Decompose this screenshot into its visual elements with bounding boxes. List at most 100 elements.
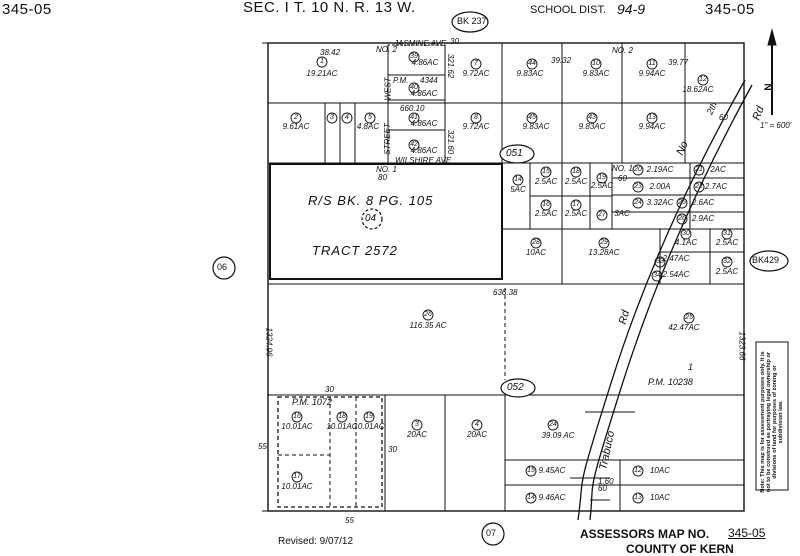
- dim-30-lower: 30: [388, 445, 397, 454]
- dim-39-77: 39.77: [668, 58, 689, 67]
- parcel-acreage: 3.32AC: [646, 198, 674, 207]
- parcel-number[interactable]: 34: [653, 272, 661, 279]
- parcel-acreage: 4.8AC: [356, 122, 380, 131]
- parcel-number[interactable]: 45: [528, 114, 536, 121]
- parcel-acreage: 20AC: [466, 430, 487, 439]
- parcel-number[interactable]: 20: [634, 166, 642, 173]
- section-township-range: SEC. I T. 10 N. R. 13 W.: [243, 0, 416, 16]
- parcel-number[interactable]: 21: [695, 166, 703, 173]
- pm-10238: P.M. 10238: [648, 377, 693, 387]
- parcel-number[interactable]: 16: [293, 413, 301, 420]
- tract-name: TRACT 2572: [312, 243, 398, 258]
- parcel-acreage: 10AC: [649, 466, 670, 475]
- parcel-number[interactable]: 26: [678, 215, 686, 222]
- dim-30-pm: 30: [325, 385, 334, 394]
- parcel-number[interactable]: 14: [527, 494, 535, 501]
- parcel-number[interactable]: 13: [648, 114, 656, 121]
- dim-60-road: 60: [719, 113, 728, 122]
- parcel-number[interactable]: 28: [532, 239, 540, 246]
- revised-date: Revised: 9/07/12: [278, 536, 354, 547]
- parcel-acreage: 10.01AC: [281, 422, 313, 431]
- parcel-number[interactable]: 19: [365, 413, 373, 420]
- parcel-number[interactable]: 18: [572, 168, 580, 175]
- parcel-number[interactable]: 43: [588, 114, 596, 121]
- parcel-number[interactable]: 18: [338, 413, 346, 420]
- parcel-number[interactable]: 8: [474, 114, 478, 121]
- parcel-number[interactable]: 17: [293, 473, 301, 480]
- dim-38-42: 38.42: [320, 48, 341, 57]
- parcel-number[interactable]: 11: [648, 60, 656, 67]
- book-ref-429[interactable]: BK429: [752, 255, 780, 265]
- dim-no1: NO. 1: [376, 165, 397, 174]
- parcel-number[interactable]: 42: [410, 141, 418, 148]
- parcel-number[interactable]: 30: [682, 230, 690, 237]
- map-ref-051[interactable]: 051: [506, 148, 523, 159]
- dim-55-bottom: 55: [345, 516, 354, 525]
- tract-parcel-04: 04: [365, 213, 377, 224]
- parcel-number[interactable]: 3: [330, 114, 334, 121]
- parcel-number[interactable]: 25: [685, 314, 693, 321]
- parcel-number[interactable]: 15: [527, 467, 535, 474]
- parcel-number[interactable]: 33: [656, 258, 664, 265]
- parcel-number[interactable]: 41: [410, 114, 418, 121]
- parcel-acreage: 19.21AC: [306, 69, 338, 78]
- parcel-acreage: 9.83AC: [578, 122, 606, 131]
- parcel-number[interactable]: 19: [598, 174, 606, 181]
- parcel-number[interactable]: 22: [695, 183, 703, 190]
- parcel-number[interactable]: 25: [678, 199, 686, 206]
- parcel-number[interactable]: 2: [294, 114, 298, 121]
- map-code-right: 345-05: [705, 1, 755, 18]
- parcel-number[interactable]: 44: [528, 60, 536, 67]
- parcel-acreage: 2.5AC: [715, 267, 739, 276]
- parcel-number[interactable]: 24: [634, 199, 642, 206]
- road-wilshire-ave: WILSHIRE AVE: [395, 156, 452, 165]
- parcel-number[interactable]: 32: [723, 258, 731, 265]
- school-district-label: SCHOOL DIST.: [530, 4, 606, 16]
- parcel-number[interactable]: 16: [542, 201, 550, 208]
- parcel-number[interactable]: 39: [410, 53, 418, 60]
- parcel-number[interactable]: 24: [549, 421, 557, 428]
- book-ref-237[interactable]: BK 237: [457, 16, 487, 26]
- parcel-acreage: 4.86AC: [410, 89, 438, 98]
- map-ref-07[interactable]: 07: [486, 528, 497, 538]
- road-jasmine-ave: JASMINE AVE: [394, 39, 447, 48]
- parcel-number[interactable]: 23: [634, 183, 642, 190]
- assessors-map-label: ASSESSORS MAP NO.: [580, 527, 710, 541]
- parcel-number[interactable]: 15: [542, 168, 550, 175]
- parcel-acreage: 9.46AC: [538, 493, 566, 502]
- parcel-number[interactable]: 3: [415, 421, 419, 428]
- parcel-number[interactable]: 1: [320, 58, 324, 65]
- pm-1072: P.M. 1072: [292, 397, 332, 407]
- parcel-acreage: 2.5AC: [534, 209, 558, 218]
- parcel-number[interactable]: 7: [474, 60, 478, 67]
- parcel-acreage: 9.83AC: [516, 69, 544, 78]
- school-district-value: 94-9: [617, 1, 646, 17]
- dim-60-low: 60: [598, 484, 607, 493]
- parcel-number[interactable]: 5: [368, 114, 372, 121]
- parcel-number[interactable]: 17: [572, 201, 580, 208]
- parcel-acreage: 9.72AC: [462, 69, 490, 78]
- parcel-number[interactable]: 12: [634, 467, 642, 474]
- parcel-number[interactable]: 12: [699, 76, 707, 83]
- dim-660-10: 660.10: [400, 104, 425, 113]
- parcel-number[interactable]: 4: [475, 421, 479, 428]
- parcel-number[interactable]: 14: [514, 176, 522, 183]
- parcel-number[interactable]: 31: [723, 230, 731, 237]
- map-ref-052[interactable]: 052: [507, 382, 524, 393]
- map-ref-06[interactable]: 06: [217, 262, 228, 272]
- parcel-number[interactable]: 40: [410, 84, 418, 91]
- parcel-acreage: 9.61AC: [282, 122, 310, 131]
- parcel-number[interactable]: 29: [600, 239, 608, 246]
- dim-636-38: 636.38: [493, 288, 518, 297]
- parcel-number[interactable]: 4: [345, 114, 349, 121]
- parcel-number[interactable]: 27: [598, 211, 606, 218]
- parcel-number[interactable]: 10: [592, 60, 600, 67]
- parcel-number[interactable]: 26: [424, 311, 432, 318]
- parcel-acreage: 10AC: [649, 493, 670, 502]
- parcel-acreage: 2.19AC: [646, 165, 674, 174]
- parcel-acreage: 4.1AC: [674, 238, 698, 247]
- parcel-acreage: 13.28AC: [588, 248, 620, 257]
- parcel-acreage: 5AC: [510, 185, 526, 194]
- parcel-number[interactable]: 13: [634, 494, 642, 501]
